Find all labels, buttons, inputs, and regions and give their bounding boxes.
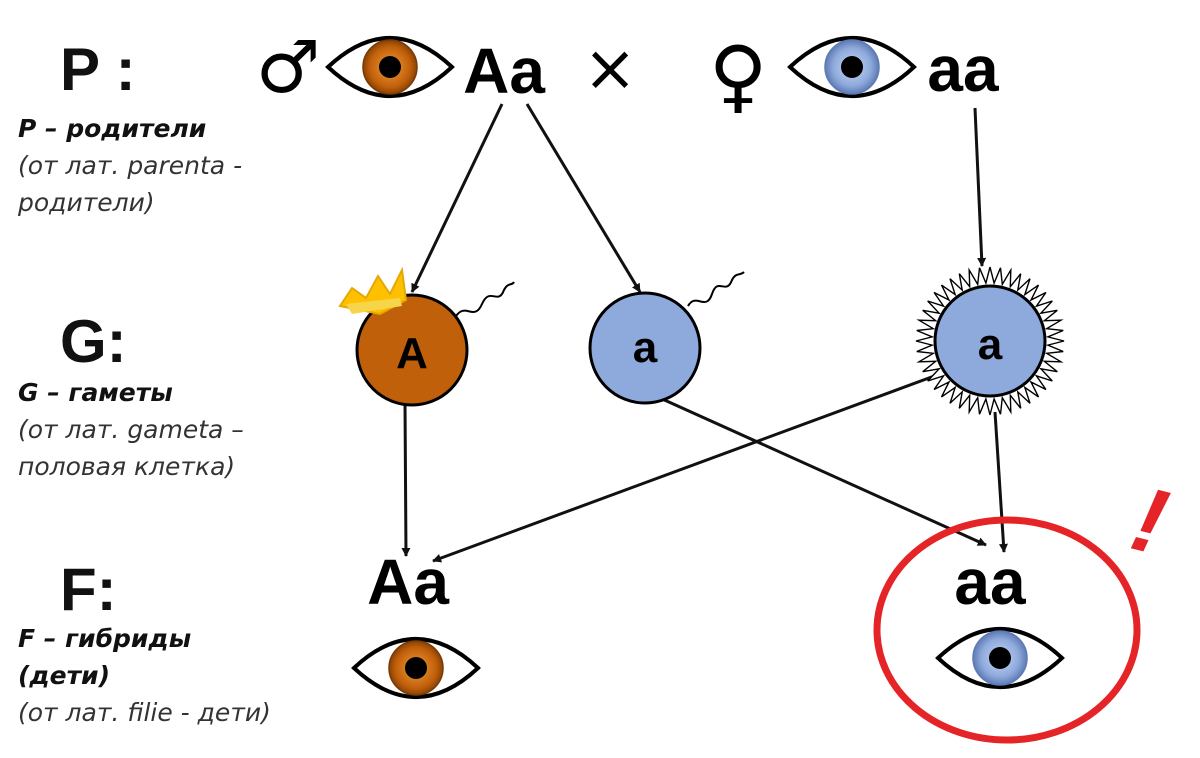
row-note-p-line: родители) [18, 188, 155, 217]
gamete-recessive-egg: a [915, 266, 1065, 416]
arrow-egg-to-aa [993, 411, 1008, 553]
row-note-f: F – гибриды (дети) (от лат. filie - дети… [18, 620, 271, 731]
gamete-dominant: A [338, 266, 515, 407]
female-genotype: aa [927, 33, 999, 105]
offspring-genotype-right: aa [954, 546, 1026, 618]
gamete-label: a [633, 323, 658, 372]
crown-icon [338, 266, 408, 316]
arrow-parent-to-gamete-A [410, 103, 504, 293]
exclamation-mark: ! [1123, 468, 1177, 574]
row-label-p: P : [60, 36, 136, 103]
brown-eye-icon [352, 637, 480, 699]
cross-symbol: × [583, 32, 637, 106]
arrow-parent-to-gamete-a [525, 103, 642, 293]
arrow-A-to-Aa [401, 401, 411, 557]
row-note-g-line: (от лат. gameta – [18, 415, 244, 444]
blue-eye-icon [788, 36, 916, 98]
arrow-a-to-aa [659, 396, 987, 547]
offspring-genotype-left: Aa [367, 546, 449, 618]
sperm-tail-icon [455, 281, 515, 317]
highlight-circle [873, 516, 1141, 744]
row-note-p-line: (от лат. parenta - [18, 151, 243, 180]
row-note-f-line: (от лат. filie - дети) [18, 698, 271, 727]
gamete-recessive-sperm: a [588, 271, 745, 405]
arrow-mother-to-egg [973, 107, 987, 267]
sperm-tail-icon [687, 271, 745, 307]
male-symbol-icon: ♂ [256, 25, 321, 109]
row-note-g: G – гаметы (от лат. gameta – половая кле… [18, 374, 244, 485]
row-note-g-line: половая клетка) [18, 452, 236, 481]
gamete-label: a [978, 320, 1003, 369]
blue-eye-icon [936, 627, 1064, 689]
female-symbol-icon: ♀ [709, 29, 768, 122]
arrow-egg-to-Aa [432, 373, 938, 563]
male-genotype: Aa [463, 35, 545, 107]
row-note-p: P – родители (от лат. parenta - родители… [18, 110, 242, 221]
gamete-label: A [396, 329, 428, 378]
arrows [401, 103, 1008, 563]
row-note-f-title: F – гибриды [18, 624, 192, 653]
brown-eye-icon [326, 36, 454, 98]
row-note-p-title: P – родители [18, 114, 207, 143]
row-label-f: F: [60, 556, 117, 623]
row-label-g: G: [60, 308, 127, 375]
row-note-f-title: (дети) [18, 661, 111, 690]
row-note-g-title: G – гаметы [18, 378, 173, 407]
